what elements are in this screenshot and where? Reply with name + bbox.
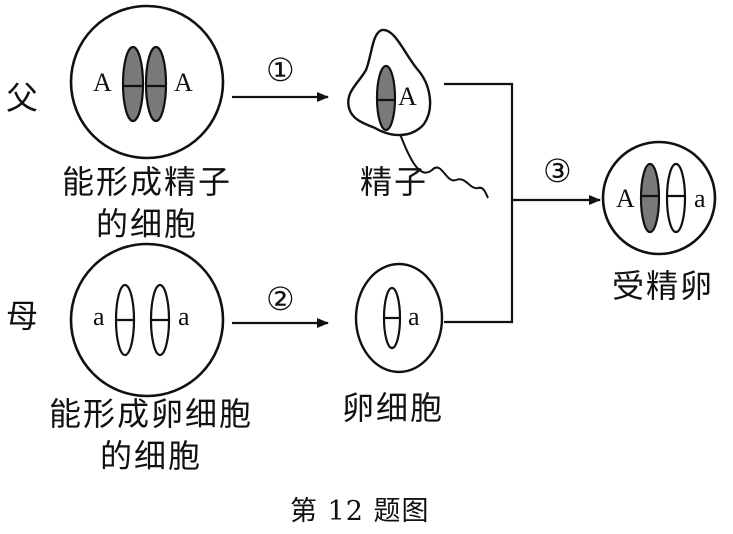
zygote-cell (601, 140, 717, 256)
allele-label: A (93, 68, 112, 97)
chromosome-dominant (121, 45, 145, 123)
mother-cell (69, 242, 225, 398)
chromosome-dominant (639, 162, 661, 234)
allele-label: a (93, 302, 105, 331)
fertilization-connector (444, 82, 601, 324)
chromosome-recessive (665, 162, 687, 234)
sperm-tail (399, 133, 489, 199)
father-cell-caption: 的细胞 (95, 205, 198, 243)
zygote-caption: 受精卵 (612, 267, 715, 305)
figure-caption: 第 12 题图 (290, 496, 430, 527)
allele-label: a (408, 302, 420, 331)
mother-cell-caption: 能形成卵细胞 (48, 395, 253, 433)
step-marker: ① (266, 51, 297, 89)
step-marker: ② (266, 280, 297, 318)
allele-label: A (398, 82, 417, 111)
father-label: 父 (6, 79, 41, 117)
step-marker: ③ (543, 152, 574, 190)
mother-cell-caption: 的细胞 (99, 437, 202, 475)
egg-caption: 卵细胞 (342, 389, 445, 427)
allele-label: A (174, 68, 193, 97)
chromosome-dominant (375, 64, 397, 132)
mother-label: 母 (6, 297, 41, 335)
father-cell (69, 4, 225, 160)
chromosome-recessive (382, 286, 402, 350)
chromosome-recessive (149, 283, 171, 357)
father-cell-caption: 能形成精子 (61, 163, 232, 201)
chromosome-dominant (144, 45, 168, 123)
sperm-cell (347, 28, 489, 199)
chromosome-recessive (114, 283, 136, 357)
allele-label: a (178, 302, 190, 331)
allele-label: A (616, 184, 635, 213)
egg-cell (354, 262, 444, 374)
allele-label: a (694, 184, 706, 213)
sperm-caption: 精子 (360, 163, 429, 201)
